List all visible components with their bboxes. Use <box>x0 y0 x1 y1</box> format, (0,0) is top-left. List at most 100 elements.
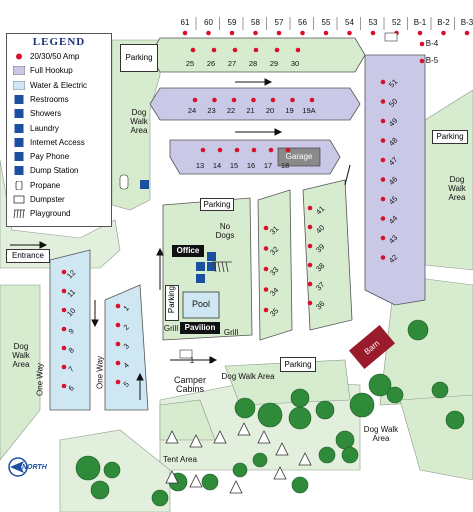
site-number: 22 <box>227 106 235 115</box>
internet-icon <box>13 137 25 147</box>
amp-dot <box>263 287 269 292</box>
legend-item-label: Full Hookup <box>30 66 73 76</box>
tree-icon <box>75 455 101 481</box>
entrance-label-box: Entrance <box>6 249 50 263</box>
site-number: 6 <box>67 384 76 393</box>
tree-icon <box>431 381 449 399</box>
cabin-2-label: 2 <box>208 356 214 365</box>
tree-icon <box>232 462 248 478</box>
site-number: 13 <box>196 161 204 170</box>
trees <box>75 319 465 507</box>
site-number: B-5 <box>426 56 439 65</box>
col-block-right <box>364 54 426 306</box>
amp-dot <box>380 196 386 202</box>
site-number: 8 <box>67 346 76 355</box>
tents <box>165 422 312 494</box>
dump-station-icon <box>140 180 149 189</box>
site-number: 4 <box>122 361 131 370</box>
propane-icon <box>119 174 129 190</box>
site-number: B-1 <box>414 18 427 27</box>
site-number: 55 <box>322 18 331 27</box>
amp-dot <box>285 147 291 153</box>
tent-icon <box>273 466 287 480</box>
legend-item: Laundry <box>13 123 59 133</box>
tree-icon <box>90 480 110 500</box>
amp-dot <box>263 266 269 272</box>
amp-dot <box>307 281 313 287</box>
garage-label: Garage <box>285 152 313 161</box>
site-number: 25 <box>186 59 194 68</box>
tree-icon <box>290 388 310 408</box>
shower-icon <box>13 109 25 119</box>
amp-dot <box>307 262 313 268</box>
amp-dot <box>307 243 313 249</box>
laundry-icon <box>13 123 25 133</box>
parking-bottom-label: Parking <box>284 360 312 369</box>
tent-icon <box>165 430 179 444</box>
pavilion-label: Pavilion <box>180 322 220 334</box>
grill-right-label: Grill <box>223 328 239 337</box>
amp-dot <box>380 138 386 143</box>
amp-dot <box>380 99 386 104</box>
tree-icon <box>201 473 219 491</box>
amp-dot <box>380 157 386 163</box>
garage-building <box>277 147 321 167</box>
legend-item-label: Dumpster <box>30 195 65 204</box>
shower-icon <box>196 262 205 271</box>
tree-icon <box>315 400 335 420</box>
tree-icon <box>386 386 404 404</box>
parking-top-label: Parking <box>125 53 153 62</box>
legend-item-label: Laundry <box>30 123 59 133</box>
amp-dot <box>307 224 313 230</box>
phone-icon <box>207 252 216 261</box>
site-number: 5 <box>122 380 131 389</box>
site-number: 2 <box>122 323 131 332</box>
tree-icon <box>318 446 336 464</box>
amp-dot <box>380 118 386 124</box>
amp-dot <box>253 30 258 36</box>
dog-walk-right-label: Dog Walk Area <box>448 175 466 202</box>
amp-dot <box>270 97 276 103</box>
legend-item: Showers <box>13 109 62 119</box>
legend-item-label: Propane <box>30 180 61 190</box>
site-number: 29 <box>270 59 278 68</box>
legend-item: 20/30/50 Amp <box>13 52 79 61</box>
amp-dot <box>464 30 470 36</box>
tree-icon <box>252 452 268 468</box>
amp-dot <box>212 97 217 103</box>
amp-dot <box>380 79 386 85</box>
dumpster-icon <box>179 349 193 359</box>
lightblue-swatch-icon <box>13 80 25 90</box>
no-dogs-label: No Dogs <box>215 222 235 240</box>
amp-dot <box>232 47 238 53</box>
amp-dot <box>115 303 121 309</box>
site-number: 24 <box>188 106 196 115</box>
amp-dot <box>419 58 425 64</box>
site-number: 53 <box>369 18 378 27</box>
site-number: 3 <box>122 342 131 351</box>
restroom-icon <box>13 94 25 104</box>
tent-icon <box>257 430 271 444</box>
amp-dot <box>380 255 386 260</box>
tent-icon <box>229 480 243 494</box>
tree-icon <box>257 402 283 428</box>
site-number: 54 <box>345 18 354 27</box>
amp-dot <box>192 97 198 103</box>
site-number: 1 <box>122 304 131 313</box>
amp-dot <box>300 30 305 36</box>
amp-dot <box>268 147 274 153</box>
parking-right-label: Parking <box>436 132 464 141</box>
tree-icon <box>291 476 309 494</box>
legend-item: Dumpster <box>13 195 65 204</box>
legend-item-label: Showers <box>30 109 62 119</box>
tree-icon <box>341 446 359 464</box>
amp-dot <box>61 288 67 294</box>
lavender-swatch-icon <box>13 66 25 76</box>
site-number: 61 <box>181 18 190 27</box>
parking-bottom-box: Parking <box>280 357 316 372</box>
direction-arrows <box>10 78 351 400</box>
amp-dot <box>380 177 386 182</box>
site-number: 28 <box>249 59 257 68</box>
legend-item-label: Dump Station <box>30 166 79 176</box>
